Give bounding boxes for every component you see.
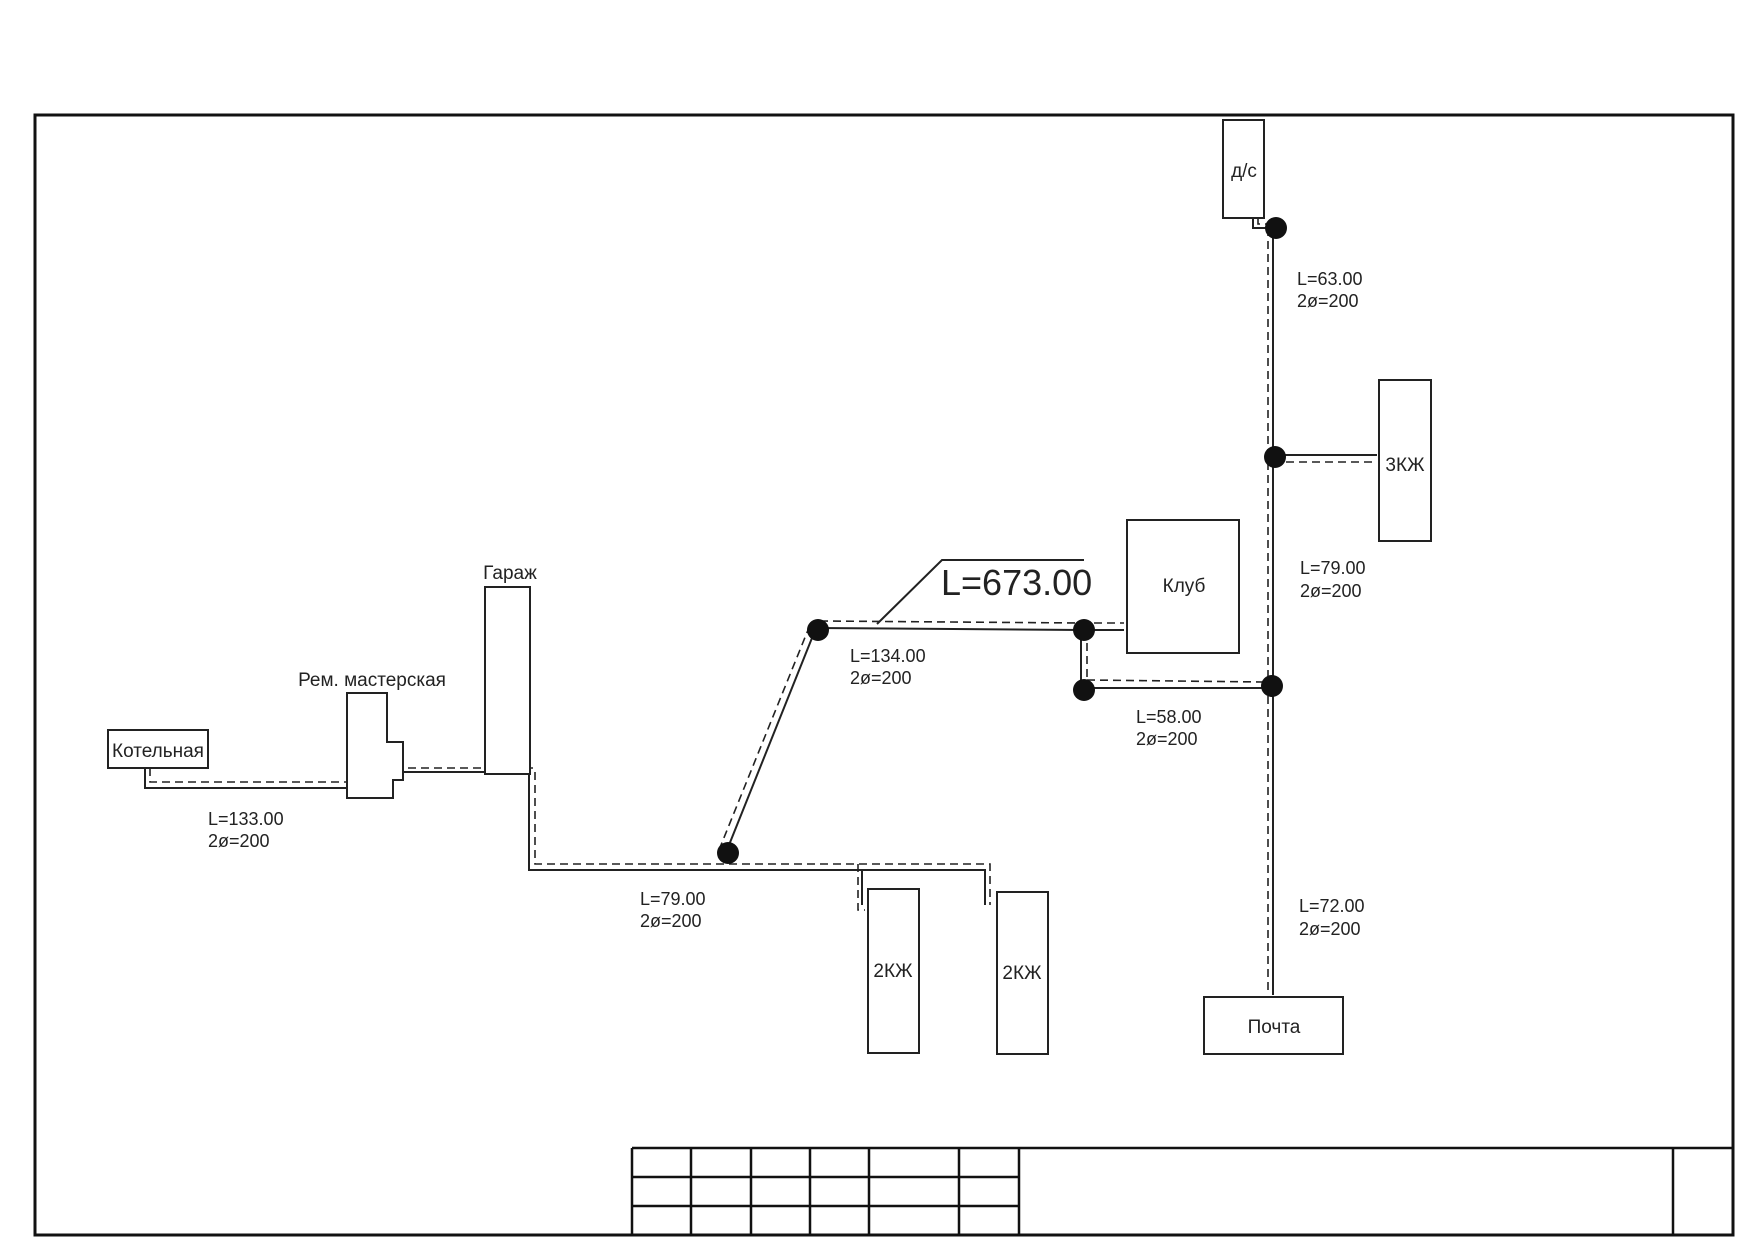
seg-post-pipe: 2ø=200 bbox=[1299, 919, 1361, 939]
workshop-label: Рем. мастерская bbox=[298, 670, 446, 691]
seg-ds-length: L=63.00 bbox=[1297, 269, 1363, 289]
seg-boiler-pipe: 2ø=200 bbox=[208, 831, 270, 851]
house-3kzh-label: 3КЖ bbox=[1385, 455, 1425, 476]
house-2kzh-a bbox=[867, 888, 920, 1054]
kindergarten-label: д/с bbox=[1231, 161, 1257, 182]
junction-node bbox=[717, 842, 739, 864]
junction-nodes bbox=[717, 217, 1287, 864]
junction-node bbox=[807, 619, 829, 641]
seg-post-length: L=72.00 bbox=[1299, 896, 1365, 916]
seg-branch-pipe: 2ø=200 bbox=[1136, 729, 1198, 749]
seg-branch-length: L=58.00 bbox=[1136, 707, 1202, 727]
seg-mid-length: L=79.00 bbox=[1300, 558, 1366, 578]
house-2kzh-b-label: 2КЖ bbox=[1002, 963, 1042, 984]
seg-ds-pipe: 2ø=200 bbox=[1297, 291, 1359, 311]
sheet-frame bbox=[33, 113, 1735, 1237]
house-2kzh-b bbox=[996, 891, 1049, 1055]
seg-lower-length: L=79.00 bbox=[640, 889, 706, 909]
seg-mid-pipe: 2ø=200 bbox=[1300, 581, 1362, 601]
total-length-label: L=673.00 bbox=[941, 562, 1092, 603]
club-label: Клуб bbox=[1163, 576, 1206, 597]
post-office bbox=[1203, 996, 1344, 1055]
house-2kzh-a-label: 2КЖ bbox=[873, 961, 913, 982]
repair-workshop bbox=[346, 692, 404, 799]
junction-node bbox=[1073, 679, 1095, 701]
boiler-label: Котельная bbox=[112, 741, 204, 762]
garage-label: Гараж bbox=[483, 563, 537, 584]
house-3kzh bbox=[1378, 379, 1432, 542]
title-block bbox=[630, 1146, 1733, 1235]
buildings bbox=[107, 119, 1432, 1055]
junction-node bbox=[1265, 217, 1287, 239]
segment-labels: L=133.00 2ø=200 L=79.00 2ø=200 L=134.00 … bbox=[208, 269, 1366, 939]
junction-node bbox=[1073, 619, 1095, 641]
seg-club-pipe: 2ø=200 bbox=[850, 668, 912, 688]
boiler-house bbox=[107, 729, 209, 769]
club bbox=[1126, 519, 1240, 654]
junction-node bbox=[1264, 446, 1286, 468]
building-labels: Котельная Рем. мастерская Гараж Клуб д/с… bbox=[112, 161, 1425, 1038]
garage bbox=[484, 586, 531, 775]
junction-node bbox=[1261, 675, 1283, 697]
seg-club-length: L=134.00 bbox=[850, 646, 926, 666]
post-office-label: Почта bbox=[1248, 1017, 1301, 1038]
seg-lower-pipe: 2ø=200 bbox=[640, 911, 702, 931]
seg-boiler-length: L=133.00 bbox=[208, 809, 284, 829]
kindergarten bbox=[1222, 119, 1265, 219]
